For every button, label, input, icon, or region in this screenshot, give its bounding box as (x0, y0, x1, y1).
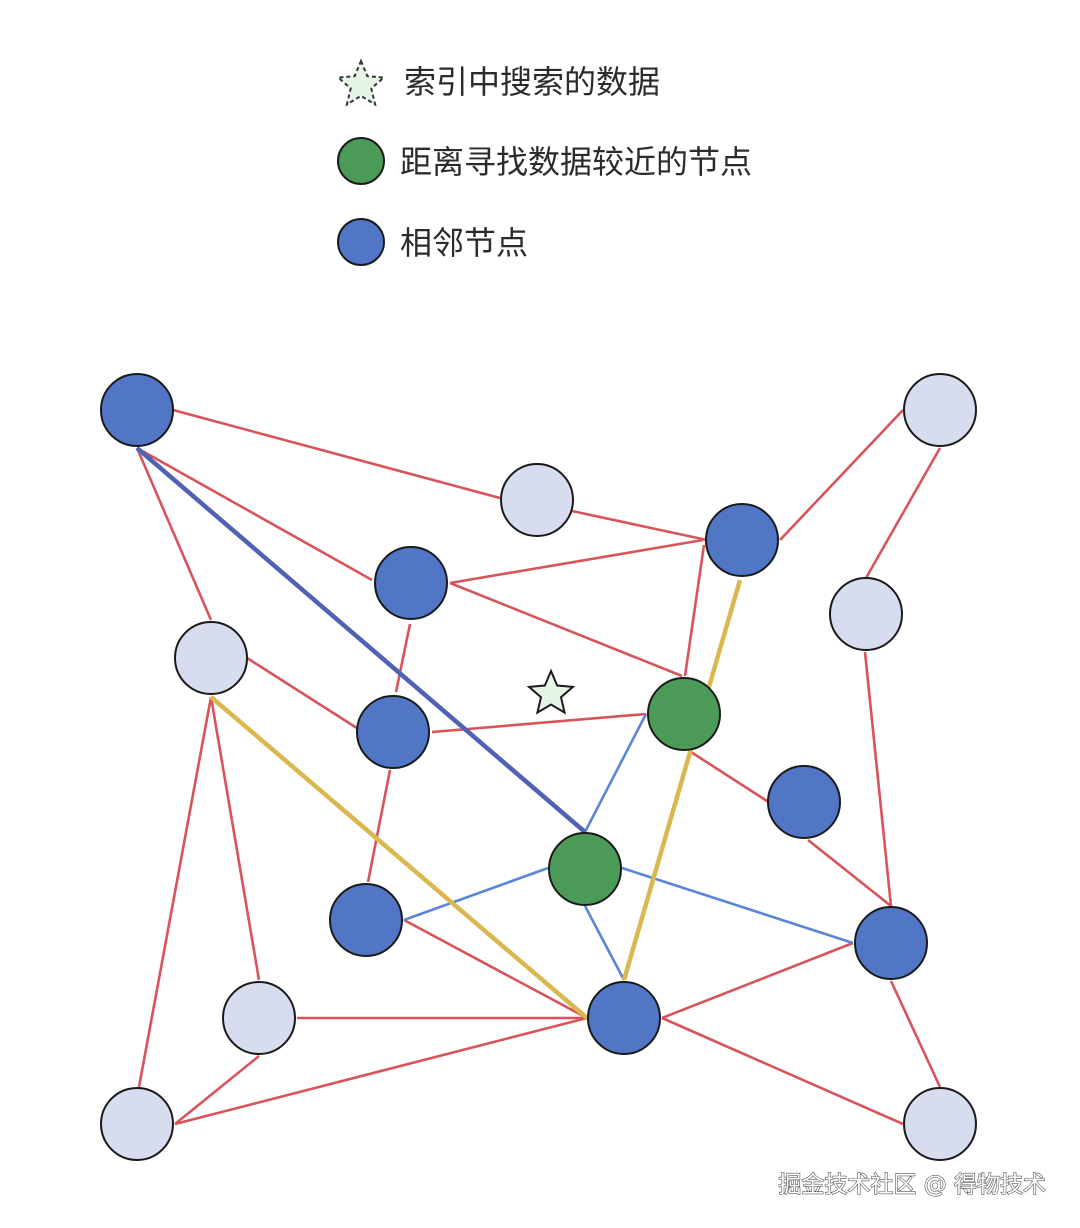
edge (246, 656, 361, 732)
edge (661, 941, 854, 1020)
edge-blue-path (135, 446, 587, 834)
edge (583, 905, 626, 981)
edge (394, 623, 412, 693)
neighbor-node (705, 503, 779, 577)
nearest-node (548, 832, 622, 906)
edge (135, 447, 213, 621)
edge (807, 838, 892, 908)
other-node (174, 621, 248, 695)
nearest-node (647, 677, 721, 751)
edge (136, 446, 373, 582)
edge (583, 713, 648, 833)
legend-neighbor-node-label: 相邻节点 (400, 224, 528, 262)
edge (366, 769, 392, 883)
other-node (222, 981, 296, 1055)
neighbor-node (329, 883, 403, 957)
edge (137, 696, 213, 1088)
legend-nearest-node-label: 距离寻找数据较近的节点 (400, 143, 752, 181)
other-node (100, 1087, 174, 1161)
legend-search-target-label: 索引中搜索的数据 (404, 63, 660, 101)
neighbor-node (374, 546, 448, 620)
edge (779, 409, 904, 541)
neighbor-node (587, 981, 661, 1055)
legend-star-icon (335, 58, 387, 107)
legend-green-circle-icon (337, 137, 385, 185)
edges-light-blue (403, 713, 854, 981)
neighbor-node (100, 373, 174, 447)
watermark-text: 掘金技术社区 @ 得物技术 (778, 1172, 1046, 1198)
edge (403, 866, 549, 922)
edge (571, 509, 708, 542)
search-target-star-icon (526, 668, 576, 715)
edge (690, 750, 771, 805)
edge (661, 1016, 904, 1126)
other-node (829, 577, 903, 651)
other-node (903, 373, 977, 447)
other-node (500, 463, 574, 537)
edge (209, 695, 589, 1020)
edge (449, 538, 704, 585)
edge (172, 408, 501, 500)
edge (863, 651, 893, 907)
edge (174, 1016, 588, 1126)
neighbor-node (854, 906, 928, 980)
nodes (100, 373, 977, 1161)
other-node (903, 1087, 977, 1161)
edge (621, 866, 854, 945)
edge (449, 581, 683, 678)
legend-blue-circle-icon (337, 218, 385, 266)
edge (683, 544, 706, 677)
edges-yellow-path (209, 579, 743, 1020)
edge (403, 918, 588, 1020)
edge (621, 579, 743, 981)
edge (174, 1054, 260, 1126)
legend: 索引中搜索的数据 距离寻找数据较近的节点 相邻节点 (335, 58, 752, 266)
edge (889, 980, 942, 1088)
neighbor-node (356, 695, 430, 769)
edge (864, 447, 942, 579)
neighbor-node (767, 765, 841, 839)
edges-default (135, 408, 942, 1126)
edge (209, 696, 261, 981)
